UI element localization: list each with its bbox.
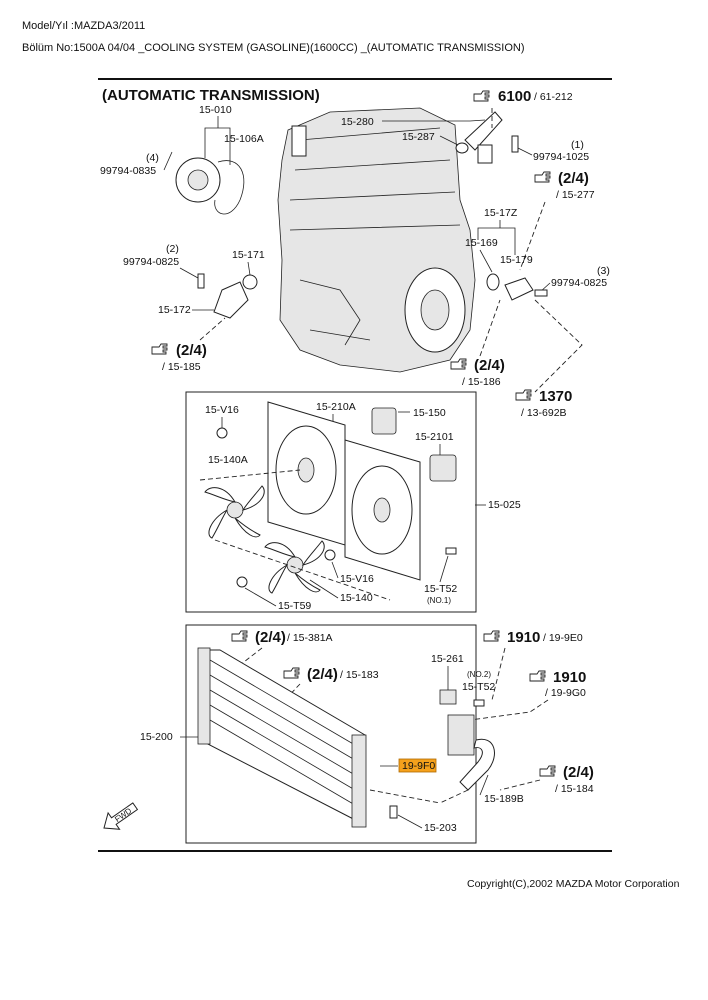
label-q1: (1) <box>571 139 584 151</box>
label-15-172: 15-172 <box>158 304 191 316</box>
label-15-150: 15-150 <box>413 407 446 419</box>
thermostat <box>242 274 258 290</box>
reference-hand-icon <box>450 358 467 370</box>
reference-hand-icon <box>483 630 500 642</box>
fan-motor-15-2101 <box>429 454 457 482</box>
ref-2-4-d-sub: / 15-381A <box>287 632 333 644</box>
label-15-t52-b: 15-T52 <box>462 681 495 693</box>
label-15-t52-a: 15-T52 <box>424 583 457 595</box>
nut-15-v16-b <box>324 549 336 561</box>
ref-1370-sub: / 13-692B <box>521 407 567 419</box>
label-15-169: 15-169 <box>465 237 498 249</box>
label-15-200: 15-200 <box>140 731 173 743</box>
nut-15-t59 <box>236 576 248 588</box>
bolt-99794-0825-a <box>534 289 548 297</box>
copyright: Copyright(C),2002 MAZDA Motor Corporatio… <box>467 878 680 890</box>
reference-hand-icon <box>231 630 248 642</box>
hose-15-189b <box>459 738 495 791</box>
label-15-280: 15-280 <box>341 116 374 128</box>
o-ring <box>486 273 500 291</box>
reference-hand-icon <box>529 670 546 682</box>
label-15-t59: 15-T59 <box>278 600 311 612</box>
label-no2: (NO.2) <box>467 670 491 679</box>
reference-hand-icon <box>151 343 168 355</box>
section-header: Bölüm No:1500A 04/04 _COOLING SYSTEM (GA… <box>22 42 525 54</box>
water-pump <box>175 157 245 215</box>
ref-1910-a: 1910 <box>507 629 540 646</box>
ref-1910-a-sub: / 19-9E0 <box>543 632 583 644</box>
ref-1370: 1370 <box>539 388 572 405</box>
ref-2-4-a: (2/4) <box>558 170 589 187</box>
label-q3: (3) <box>597 265 610 277</box>
ref-2-4-a-sub: / 15-277 <box>556 189 595 201</box>
ref-2-4-f-sub: / 15-184 <box>555 783 594 795</box>
label-15-025: 15-025 <box>488 499 521 511</box>
fan-shroud <box>267 401 421 581</box>
ref-2-4-d: (2/4) <box>255 629 286 646</box>
ref-2-4-c-sub: / 15-186 <box>462 376 501 388</box>
label-15-106a: 15-106A <box>224 133 264 145</box>
label-15-2101: 15-2101 <box>415 431 454 443</box>
label-99794-0825-a: 99794-0825 <box>551 277 607 289</box>
reference-hand-icon <box>283 667 300 679</box>
bolt-99794-1025 <box>511 135 519 153</box>
fan-group-box <box>185 391 477 613</box>
label-15-010: 15-010 <box>199 104 232 116</box>
screw-15-t52-b <box>473 699 485 707</box>
bolt-15-203 <box>389 805 398 819</box>
label-15-v16-b: 15-V16 <box>340 573 374 585</box>
label-15-17z: 15-17Z <box>484 207 518 219</box>
label-99794-0835: 99794-0835 <box>100 165 156 177</box>
water-inlet <box>504 277 534 301</box>
ref-6100-sub: / 61-212 <box>534 91 573 103</box>
reference-hand-icon <box>473 90 490 102</box>
ref-2-4-c: (2/4) <box>474 357 505 374</box>
fan-blade-a <box>204 485 265 539</box>
label-15-179: 15-179 <box>500 254 533 266</box>
thermostat-housing <box>213 281 249 319</box>
label-15-v16-a: 15-V16 <box>205 404 239 416</box>
ref-6100: 6100 <box>498 88 531 105</box>
forward-arrow-icon: FWD <box>103 802 139 830</box>
label-q2: (2) <box>166 243 179 255</box>
control-module <box>447 714 475 756</box>
highlight-19-9f0: 19-9F0 <box>402 760 435 772</box>
reference-hand-icon <box>534 171 551 183</box>
fan-blade-b <box>264 540 325 594</box>
radiator-core <box>197 647 367 828</box>
ref-1910-b: 1910 <box>553 669 586 686</box>
label-15-261: 15-261 <box>431 653 464 665</box>
label-99794-1025: 99794-1025 <box>533 151 589 163</box>
label-15-189b: 15-189B <box>484 793 524 805</box>
label-99794-0825-b: 99794-0825 <box>123 256 179 268</box>
radiator-group-box <box>185 624 477 844</box>
ref-2-4-e: (2/4) <box>307 666 338 683</box>
bolt-99794-0825-b <box>197 273 205 289</box>
label-15-210a: 15-210A <box>316 401 356 413</box>
model-header: Model/Yıl :MAZDA3/2011 <box>22 20 146 32</box>
engine-block <box>277 107 476 373</box>
fan-motor-15-150 <box>371 407 397 435</box>
ref-2-4-e-sub: / 15-183 <box>340 669 379 681</box>
ref-2-4-b-sub: / 15-185 <box>162 361 201 373</box>
ref-2-4-b: (2/4) <box>176 342 207 359</box>
ref-2-4-f: (2/4) <box>563 764 594 781</box>
sensor-15-261 <box>439 689 457 705</box>
label-15-287: 15-287 <box>402 131 435 143</box>
ref-1910-b-sub: / 19-9G0 <box>545 687 586 699</box>
label-q4: (4) <box>146 152 159 164</box>
nut-15-v16-a <box>216 427 228 439</box>
screw-15-t52-a <box>445 547 457 555</box>
outlet-pipe <box>455 111 503 164</box>
label-15-140: 15-140 <box>340 592 373 604</box>
label-15-140a: 15-140A <box>208 454 248 466</box>
highlight-label-box <box>398 758 437 773</box>
reference-hand-icon <box>515 389 532 401</box>
diagram-title-text: (AUTOMATIC TRANSMISSION) <box>102 87 320 104</box>
label-15-171: 15-171 <box>232 249 265 261</box>
label-no1: (NO.1) <box>427 596 451 605</box>
reference-hand-icon <box>539 765 556 777</box>
label-15-203: 15-203 <box>424 822 457 834</box>
